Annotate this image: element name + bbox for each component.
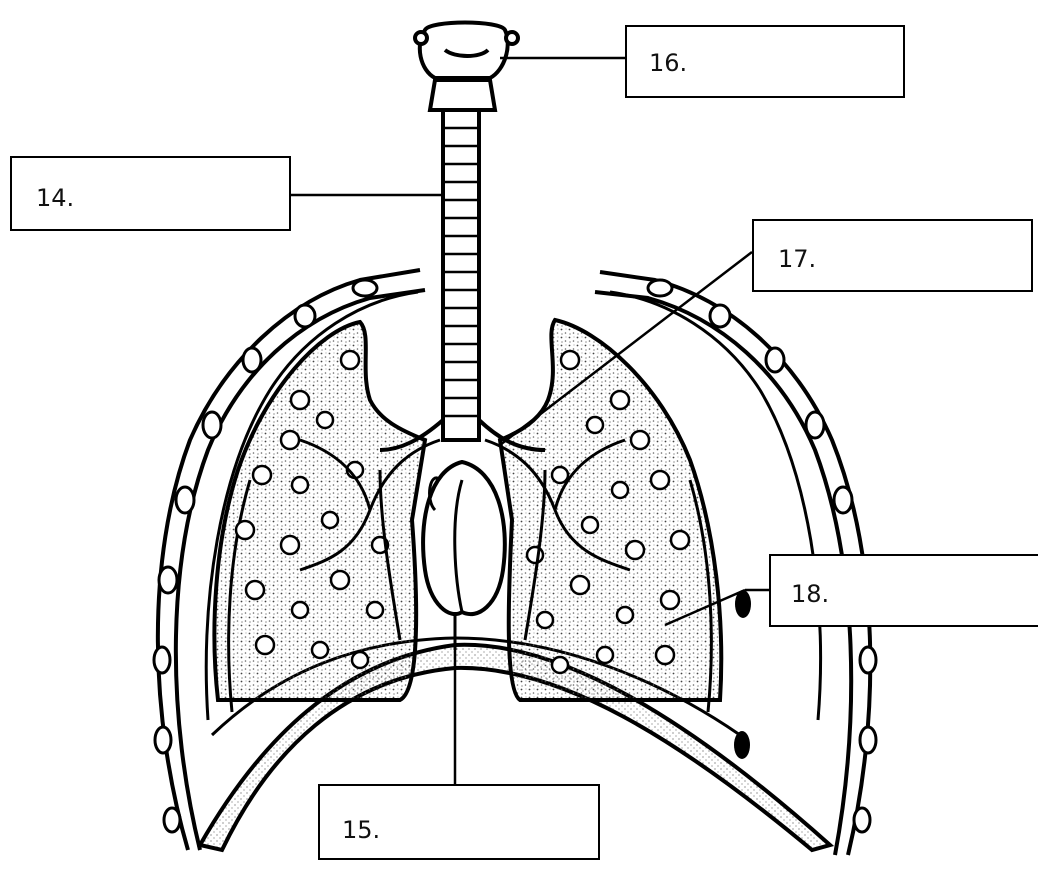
label-16-text: 16. [649,49,687,77]
label-17-text: 17. [778,245,816,273]
label-box-17: 17. [752,219,1033,292]
label-box-16: 16. [625,25,905,98]
label-18-text: 18. [791,580,829,608]
larynx [415,23,518,111]
heart [423,462,505,614]
label-box-14: 14. [10,156,291,231]
trachea [380,110,545,450]
label-15-text: 15. [342,816,380,844]
label-14-text: 14. [36,184,74,212]
label-box-15: 15. [318,784,600,860]
label-box-18: 18. [769,554,1038,627]
